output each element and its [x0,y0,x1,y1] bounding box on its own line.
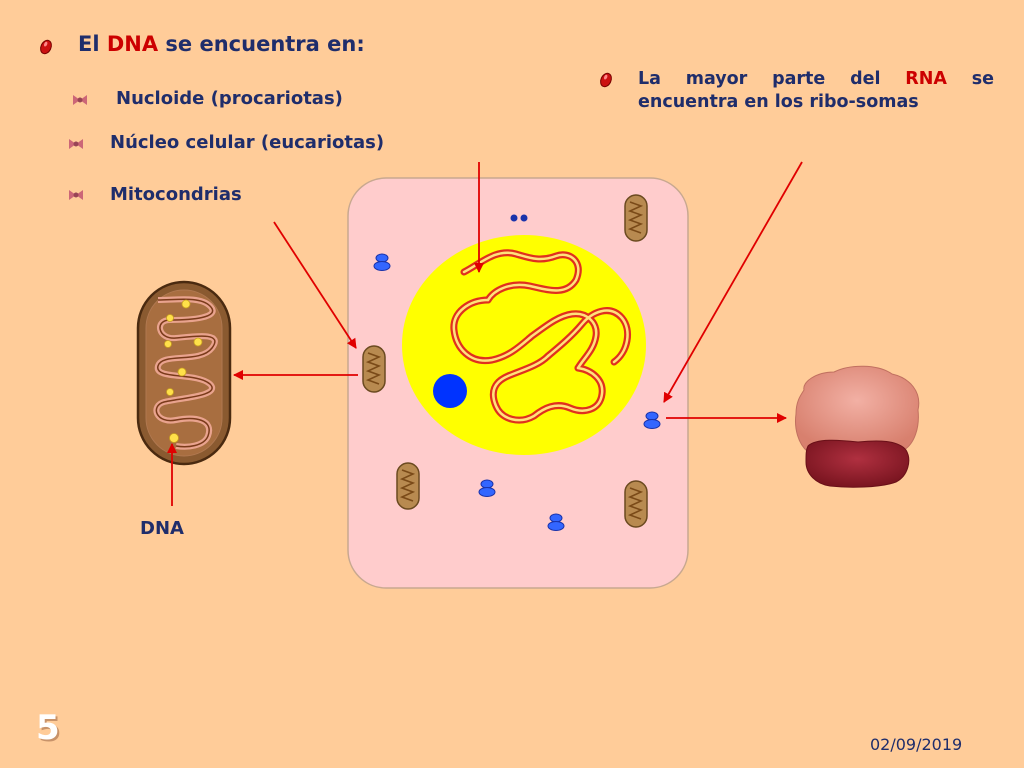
chromatin-inner [452,251,629,422]
rna-note-highlight: RNA [905,69,947,89]
heading: El DNA se encuentra en: [78,32,365,56]
heading-highlight-dna: DNA [106,32,159,56]
heading-prefix: El [78,32,107,56]
mitochondrion-small [624,194,648,242]
red-bean-bullet-icon [598,71,614,89]
location-cell-nucleus: Núcleo celular (eucariotas) [110,132,385,153]
slide-number: 5 [36,708,60,748]
arrow-to-ribosome [663,161,803,403]
ribosome-pair [510,214,528,222]
dna-label: DNA [140,518,184,539]
mitochondrion-small [624,480,648,528]
rna-note-suffix: se encuentra en los ribo-somas [638,69,994,112]
rna-note-prefix: La mayor parte del [638,69,906,89]
pink-bow-bullet-icon [69,190,83,200]
heading-suffix: se encuentra en: [158,32,365,56]
mitochondrion-large [136,280,232,466]
ribosome-small [547,513,565,531]
red-bean-bullet-icon [38,38,54,56]
nucleolus [433,374,467,408]
footer-date: 02/09/2019 [870,735,963,754]
rna-note: La mayor parte del RNA se encuentra en l… [638,68,994,114]
location-nucleoid: Nucloide (procariotas) [116,88,343,109]
ribosome-small [478,479,496,497]
location-mitochondria: Mitocondrias [110,184,242,205]
pink-bow-bullet-icon [73,95,87,105]
pink-bow-bullet-icon [69,139,83,149]
ribosome-small [643,411,661,429]
arrow-to-mitochondrion [273,221,357,349]
ribosome-large [795,365,920,488]
mitochondrion-small [396,462,420,510]
ribosome-small [373,253,391,271]
pointer-arrows [167,161,803,506]
mitochondrion-small [362,345,386,393]
